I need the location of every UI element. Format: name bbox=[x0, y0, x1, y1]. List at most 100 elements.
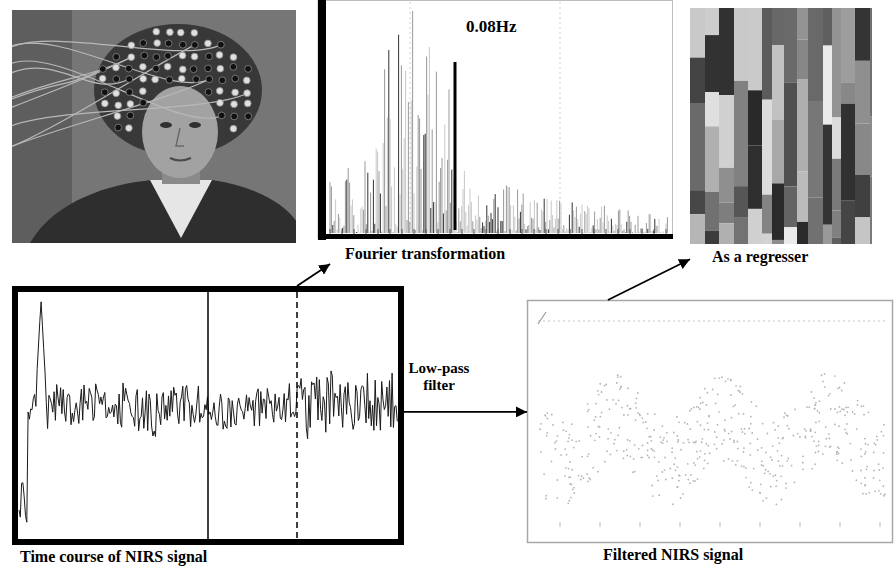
axis-tick bbox=[486, 229, 487, 234]
text-holder: As a regresser bbox=[690, 247, 872, 267]
spectrum-bar bbox=[589, 208, 590, 233]
trace-dot bbox=[759, 492, 761, 494]
trace-dot bbox=[815, 445, 817, 447]
axis-tick bbox=[438, 229, 439, 234]
spectrum-bar bbox=[468, 205, 469, 233]
trace-dot bbox=[834, 424, 836, 426]
spectrum-bar bbox=[335, 199, 336, 233]
trace-dot bbox=[675, 469, 677, 471]
axis-tick bbox=[594, 229, 595, 234]
trace-dot bbox=[728, 433, 730, 435]
spectrum-bar bbox=[563, 225, 564, 233]
optode bbox=[126, 89, 133, 96]
optode bbox=[217, 65, 224, 72]
trace-dot bbox=[830, 446, 832, 448]
trace-dot bbox=[697, 421, 699, 423]
trace-dot bbox=[555, 440, 557, 442]
trace-dot bbox=[830, 408, 832, 410]
trace-dot bbox=[662, 439, 664, 441]
trace-dot bbox=[873, 477, 875, 479]
spectrum-bar bbox=[554, 228, 555, 233]
matrix-cell bbox=[797, 8, 808, 40]
axis-tick bbox=[462, 229, 463, 234]
trace-dot bbox=[637, 412, 639, 414]
trace-dot bbox=[647, 454, 649, 456]
trace-dot bbox=[647, 413, 649, 415]
spectrum-bar bbox=[428, 95, 429, 233]
trace-dot bbox=[818, 420, 820, 422]
trace-dot bbox=[666, 440, 668, 442]
axis-tick bbox=[498, 229, 499, 234]
spectrum-bar bbox=[493, 199, 494, 233]
trace-dot bbox=[642, 444, 644, 446]
spectrum-bar bbox=[561, 204, 562, 233]
trace-dot bbox=[806, 406, 808, 408]
spectrum-bar bbox=[530, 202, 531, 233]
trace-dot bbox=[738, 413, 740, 415]
spectrum-bar bbox=[593, 225, 594, 233]
spectrum-bar bbox=[339, 217, 340, 233]
trace-dot bbox=[545, 495, 547, 497]
trace-dot bbox=[554, 442, 556, 444]
spectrum-bar bbox=[465, 212, 466, 233]
trace-dot bbox=[626, 455, 628, 457]
spectrum-bar bbox=[330, 182, 331, 233]
trace-dot bbox=[634, 471, 636, 473]
spectrum-bar bbox=[429, 47, 430, 233]
spectrum-bar bbox=[387, 117, 388, 233]
spectrum-bar bbox=[346, 180, 347, 233]
trace-dot bbox=[677, 439, 679, 441]
spectrum-bar bbox=[615, 224, 616, 233]
trace-dot bbox=[586, 473, 588, 475]
spectrum-bar bbox=[496, 232, 497, 233]
trace-dot bbox=[672, 503, 674, 505]
matrix-cell bbox=[808, 101, 823, 197]
trace-dot bbox=[689, 410, 691, 412]
trace-dot bbox=[639, 414, 641, 416]
optode bbox=[113, 53, 120, 60]
optode bbox=[127, 101, 134, 108]
matrix-cell bbox=[762, 8, 772, 100]
trace-dot bbox=[627, 439, 629, 441]
optode bbox=[245, 113, 252, 120]
trace-dot bbox=[743, 447, 745, 449]
trace-dot bbox=[623, 414, 625, 416]
trace-dot bbox=[748, 486, 750, 488]
spectrum-bar bbox=[491, 213, 492, 233]
trace-dot bbox=[817, 451, 819, 453]
trace-dot bbox=[664, 457, 666, 459]
trace-dot bbox=[607, 428, 609, 430]
trace-dot bbox=[846, 411, 848, 413]
design-matrix bbox=[690, 8, 872, 244]
plot-frame bbox=[528, 301, 893, 543]
trace-dot bbox=[785, 482, 787, 484]
trace-dot bbox=[737, 441, 739, 443]
matrix-cell bbox=[705, 92, 719, 126]
spectrum-bar bbox=[362, 207, 363, 233]
trace-dot bbox=[777, 437, 779, 439]
matrix-cell bbox=[808, 8, 823, 101]
spectrum-bar bbox=[393, 232, 394, 234]
trace-dot bbox=[813, 440, 815, 442]
trace-dot bbox=[753, 468, 755, 470]
trace-dot bbox=[573, 492, 575, 494]
trace-dot bbox=[687, 439, 689, 441]
trace-dot bbox=[645, 421, 647, 423]
trace-dot bbox=[814, 407, 816, 409]
trace-dot bbox=[694, 480, 696, 482]
trace-dot bbox=[539, 428, 541, 430]
trace-dot bbox=[708, 415, 710, 417]
spectrum-bar bbox=[659, 219, 660, 233]
spectrum-bar bbox=[542, 211, 543, 233]
spectrum-bar bbox=[407, 220, 408, 233]
trace-dot bbox=[875, 444, 877, 446]
optode bbox=[140, 75, 147, 82]
spectrum-bar bbox=[460, 221, 461, 233]
trace-dot bbox=[656, 475, 658, 477]
spectrum-bar bbox=[510, 205, 511, 233]
spectrum-bar bbox=[582, 204, 583, 233]
trace-dot bbox=[704, 388, 706, 390]
trace-dot bbox=[841, 462, 843, 464]
trace-dot bbox=[571, 423, 573, 425]
trace-dot bbox=[772, 445, 774, 447]
